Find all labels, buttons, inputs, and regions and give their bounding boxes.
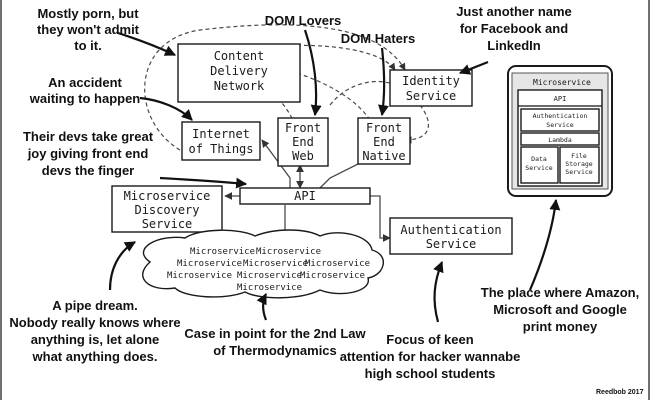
identity-label-line: Service: [406, 89, 457, 103]
device-data-label: Service: [525, 164, 552, 172]
cloud-microservice-label: Microservice: [190, 247, 255, 257]
cloud-microservice-label: Microservice: [167, 271, 232, 281]
auth-label-line: Service: [426, 237, 477, 251]
arrow-pipe: [108, 241, 136, 291]
fe-web-label-line: Web: [292, 149, 314, 163]
cloud-microservice-label: Microservice: [237, 271, 302, 281]
dashed-cdn-identity: [261, 44, 396, 71]
discovery-label-line: Discovery: [134, 203, 199, 217]
device-file-label: Service: [565, 168, 592, 176]
arrow-devs: [159, 176, 248, 189]
arrow-keen: [433, 260, 444, 323]
arrow-dom-haters: [378, 47, 389, 117]
svg-text:Microservice Microservic: Microservice Microservice Microservice M…: [167, 247, 375, 293]
fe-native-label-line: Native: [362, 149, 405, 163]
cdn-label-line: Network: [214, 79, 265, 93]
device-auth-label: Service: [546, 121, 573, 129]
discovery-label-line: Microservice: [124, 189, 211, 203]
discovery-label-line: Service: [142, 217, 193, 231]
identity-label-line: Identity: [402, 74, 460, 88]
signature: Reedbob 2017: [596, 389, 644, 396]
line-native-api: [319, 157, 371, 189]
dashed-web-identity: [329, 80, 396, 106]
annotation-amazon: The place where Amazon,Microsoft and Goo…: [481, 285, 639, 334]
cloud-microservice-label: Microservice: [300, 271, 365, 281]
device-data-label: Data: [531, 155, 547, 163]
arrow-porn: [117, 31, 176, 56]
arrow-thermo: [256, 293, 268, 321]
line-api-auth: [370, 195, 391, 242]
cdn-label-line: Delivery: [210, 64, 268, 78]
device-file-label: Storage: [565, 160, 592, 168]
auth-label-line: Authentication: [400, 223, 501, 237]
line-iot-api: [261, 139, 291, 188]
api-box[interactable]: API: [239, 187, 371, 205]
cloud-microservice-label: Microservice: [177, 259, 242, 269]
microservice-cloud: Microservice Microservice Microservice M…: [142, 229, 384, 299]
fe-native-label-line: End: [373, 135, 395, 149]
annotation-dom-haters: DOM Haters: [341, 31, 415, 46]
cdn-label-line: Content: [214, 49, 265, 63]
arrow-facebook: [458, 60, 489, 75]
device-api-label: API: [554, 95, 567, 103]
cloud-microservice-label: Microservice: [243, 259, 308, 269]
iot-label-line: Internet: [192, 127, 250, 141]
cloud-microservice-label: Microservice: [305, 259, 370, 269]
api-label: API: [294, 189, 316, 203]
device-lambda-label: Lambda: [548, 136, 572, 144]
fe-web-label-line: Front: [285, 121, 321, 135]
cloud-microservice-label: Microservice: [237, 283, 302, 293]
fe-web-label-line: End: [292, 135, 314, 149]
annotation-dom-lovers: DOM Lovers: [265, 13, 342, 28]
device-title: Microservice: [533, 78, 591, 87]
arrow-dom-lovers: [303, 29, 322, 117]
fe-native-label-line: Front: [366, 121, 402, 135]
device-auth-label: Authentication: [533, 112, 588, 120]
iot-label-line: of Things: [188, 142, 253, 156]
dashed-iot-identity: [144, 24, 406, 151]
device-file-label: File: [571, 152, 587, 160]
arrow-amazon: [528, 198, 561, 291]
cloud-microservice-label: Microservice: [256, 247, 321, 257]
arrow-accident: [139, 96, 193, 121]
